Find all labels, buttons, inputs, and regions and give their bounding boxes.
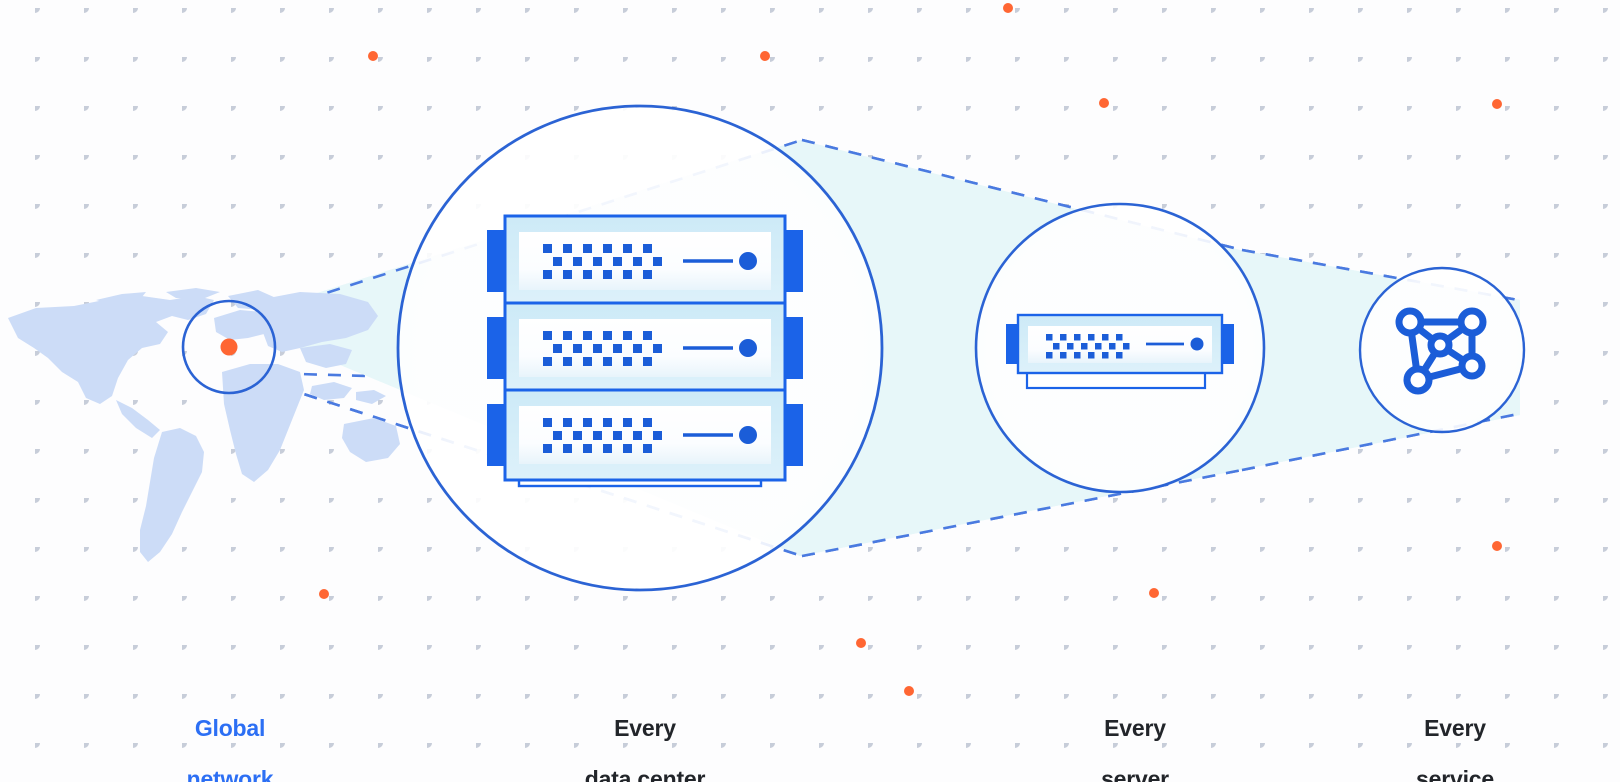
accent-dot [319, 589, 329, 599]
server-rack [485, 214, 805, 488]
server-unit-1 [485, 214, 805, 308]
accent-dot [760, 51, 770, 61]
accent-dot [1003, 3, 1013, 13]
accent-dot [856, 638, 866, 648]
world-map [8, 288, 400, 562]
server-unit-2 [485, 301, 805, 395]
accent-dot [1492, 541, 1502, 551]
single-server [1004, 313, 1236, 390]
accent-dot [1099, 98, 1109, 108]
map-highlight-circle [181, 299, 277, 395]
network-mesh-nodes [1395, 307, 1487, 395]
accent-dot [224, 342, 234, 352]
server-unit-3 [485, 388, 805, 482]
accent-dot [368, 51, 378, 61]
accent-dot [904, 686, 914, 696]
accent-dot [1149, 588, 1159, 598]
accent-dots [224, 3, 1502, 696]
accent-dot [1492, 99, 1502, 109]
